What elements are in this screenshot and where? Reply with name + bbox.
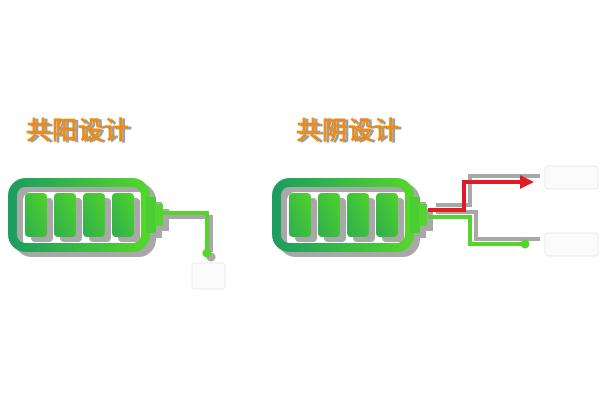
connector-box — [191, 262, 226, 290]
left-battery-cell-3 — [83, 193, 105, 237]
red-wire-arrowhead — [520, 175, 534, 189]
left-wire-endpoint-dot — [202, 248, 212, 258]
right-battery-terminal — [410, 197, 420, 233]
right-battery-body — [272, 178, 414, 252]
right-battery-icon — [272, 178, 427, 252]
right-red-wire — [428, 180, 521, 212]
left-battery-terminal — [146, 197, 156, 233]
left-battery-cell-1 — [25, 193, 47, 237]
right-battery-cell-3 — [347, 193, 369, 237]
red-wire-shadow — [436, 174, 540, 207]
left-battery-body — [8, 178, 150, 252]
left-battery-icon — [8, 178, 163, 252]
right-battery-cell-1 — [289, 193, 311, 237]
left-battery-title: 共阳设计 — [26, 116, 131, 145]
green-wire-endpoint-dot — [520, 239, 530, 249]
left-battery-cell-2 — [54, 193, 76, 237]
bottom-label-box — [544, 232, 599, 257]
right-battery-cell-4 — [376, 193, 398, 237]
right-green-wire — [428, 215, 521, 246]
left-wire-shadow — [168, 215, 213, 252]
top-label-box — [544, 165, 599, 190]
right-battery-title: 共阴设计 — [296, 116, 401, 145]
left-green-wire — [163, 211, 209, 249]
left-battery-cell-4 — [112, 193, 134, 237]
right-battery-cell-2 — [318, 193, 340, 237]
